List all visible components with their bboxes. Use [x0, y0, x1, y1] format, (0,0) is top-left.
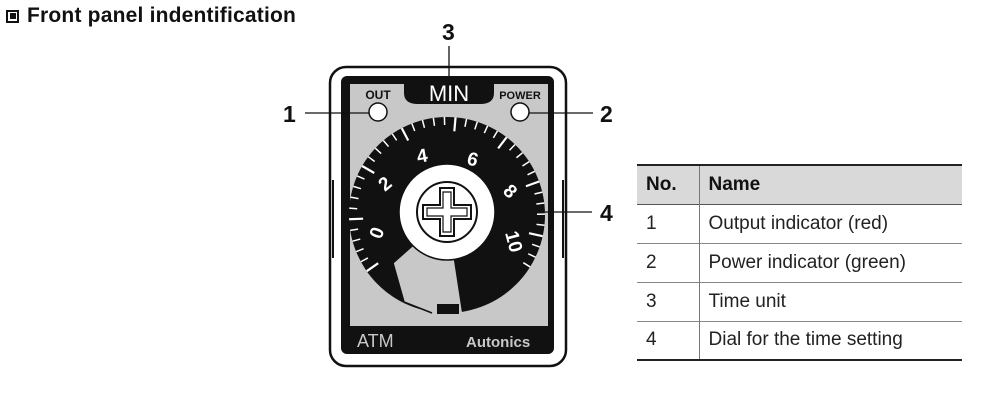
dial-tick — [356, 175, 365, 180]
square-bullet-icon — [6, 9, 19, 23]
dial-tick — [483, 125, 489, 134]
dial-tick — [464, 118, 468, 127]
table-row: 4 Dial for the time setting — [637, 321, 962, 360]
row-number: 4 — [637, 321, 700, 360]
dial-tick — [374, 147, 382, 155]
callout-2: 2 — [600, 101, 613, 127]
dial-tick — [382, 139, 390, 148]
dial-tick — [361, 165, 375, 174]
callout-3: 3 — [442, 19, 455, 45]
dial-notch — [437, 304, 459, 314]
dial-tick — [453, 117, 457, 132]
brand-label: Autonics — [466, 334, 530, 351]
dial-tick — [527, 253, 536, 258]
dial-tick — [492, 130, 499, 139]
dial-tick — [391, 133, 398, 141]
dial-tick — [350, 228, 359, 232]
table-row: 3 Time unit — [637, 282, 962, 321]
column-header-name: Name — [708, 173, 761, 195]
dial-tick — [366, 262, 379, 273]
model-label: ATM — [357, 331, 394, 351]
table-header-row: No. Name — [637, 165, 962, 204]
dial-number-4: 4 — [415, 145, 429, 168]
cross-head-icon — [422, 187, 472, 237]
dial-tick — [355, 248, 364, 253]
row-name: Dial for the time setting — [708, 329, 903, 351]
section-heading: Front panel indentification — [6, 4, 296, 28]
power-indicator-led — [510, 102, 530, 122]
row-number: 2 — [637, 243, 700, 282]
dial-tick — [528, 232, 543, 238]
dial-tick — [536, 223, 545, 226]
dial-tick — [508, 143, 516, 151]
dial-tick — [527, 170, 536, 176]
dial-tick — [367, 156, 376, 163]
cross-head-inner-icon — [426, 191, 468, 233]
output-indicator-led — [368, 102, 388, 122]
dial-tick — [350, 196, 359, 200]
dial-number-6: 6 — [465, 149, 481, 172]
dial-tick — [353, 185, 362, 190]
dial-tick — [531, 243, 540, 248]
row-name: Power indicator (green) — [708, 251, 906, 273]
unit-label: MIN — [429, 81, 469, 106]
unit-tab — [404, 84, 494, 104]
power-label: POWER — [499, 90, 541, 102]
dial-tick — [360, 257, 369, 263]
dial-tick — [497, 136, 508, 150]
dial-tick — [400, 127, 410, 141]
dial-tick — [536, 202, 545, 205]
dial-tick — [352, 238, 361, 242]
callout-4: 4 — [600, 200, 613, 226]
identification-table: No. Name 1 Output indicator (red) 2 Powe… — [637, 164, 962, 361]
dial-ticks — [349, 117, 546, 273]
dial-tick — [432, 117, 436, 126]
column-header-no: No. — [637, 165, 700, 204]
dial-tick — [522, 262, 531, 268]
dial-tick — [421, 119, 426, 129]
dial-tick — [522, 160, 530, 167]
dial-tick — [515, 152, 524, 159]
row-number: 3 — [637, 282, 700, 321]
dial-tick — [525, 180, 540, 188]
heading-text: Front panel indentification — [27, 4, 297, 27]
dial-tick — [411, 123, 416, 132]
row-name: Time unit — [708, 290, 786, 312]
out-label: OUT — [365, 88, 391, 102]
table-row: 2 Power indicator (green) — [637, 243, 962, 282]
dial-tick — [349, 217, 364, 221]
table-row: 1 Output indicator (red) — [637, 204, 962, 243]
row-name: Output indicator (red) — [708, 212, 889, 234]
row-number: 1 — [637, 204, 700, 243]
dial-tick — [534, 191, 543, 195]
dial-tick — [474, 121, 478, 130]
dial-tick — [349, 207, 358, 210]
callout-1: 1 — [283, 101, 296, 127]
